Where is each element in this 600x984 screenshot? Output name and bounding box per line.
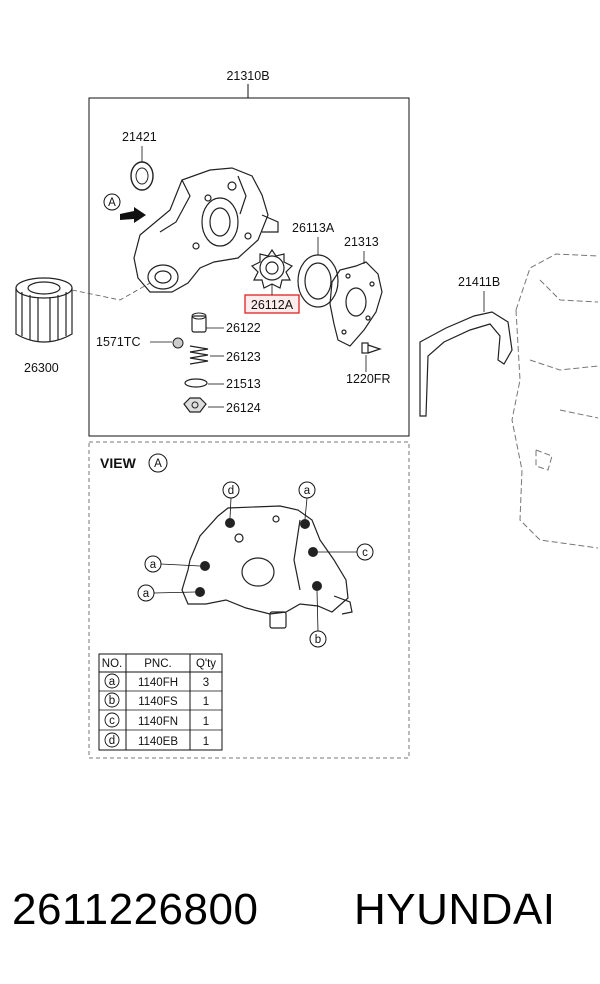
bolt-point-a-lower [195,587,205,597]
view-marker: A [108,197,116,209]
callout-a-left-lower: a [137,584,196,602]
bolt-point-a-upper [200,561,210,571]
cover-21313 [329,261,383,347]
view-title: VIEW [100,455,137,471]
view-pump-body [181,505,353,629]
part-label-26113A: 26113A [292,221,335,235]
part-number: 2611226800 [12,885,259,934]
callout-a-top-right: a [298,481,316,520]
part-label-26124: 26124 [226,401,261,415]
oil-pump-housing [133,167,279,293]
callout-a-left-upper: a [144,555,201,573]
bolt-point-b [312,581,322,591]
svg-text:a: a [150,559,157,571]
engine-block [511,253,599,549]
svg-text:c: c [362,547,368,559]
plug-1571TC [172,337,184,349]
table-header-qty: Q'ty [196,658,216,670]
callout-b-bottom: b [309,590,327,648]
part-label-21421: 21421 [122,130,157,144]
svg-text:1: 1 [203,736,209,748]
assembly-frame [88,97,410,437]
view-frame [88,441,410,759]
svg-text:d: d [109,735,115,747]
svg-text:a: a [109,676,116,688]
spring-26123 [189,345,209,365]
svg-text:a: a [143,588,150,600]
table-header-no: NO. [102,658,122,670]
assembly-label: 21310B [226,69,269,83]
table-row: c 1140FN 1 [104,712,209,728]
part-label-26123: 26123 [226,350,261,364]
footer: 2611226800 HYUNDAI [0,872,600,952]
gasket-21513 [184,378,208,388]
table-row: b 1140FS 1 [104,692,209,708]
part-label-26122: 26122 [226,321,261,335]
svg-text:c: c [109,715,115,727]
svg-text:1: 1 [203,696,209,708]
part-label-21313: 21313 [344,235,379,249]
bolt-point-c [308,547,318,557]
nut-26124 [183,397,207,413]
inner-gear-26112A [250,248,294,289]
bolt-table: NO. PNC. Q'ty a 1140FH 3 b 1140FS 1 c 11… [98,653,223,751]
table-header-pnc: PNC. [144,658,171,670]
part-label-21513: 21513 [226,377,261,391]
view-title-marker-circle [148,453,168,473]
part-label-1220FR: 1220FR [346,372,390,386]
part-label-1571TC: 1571TC [96,335,140,349]
table-row: d 1140EB 1 [104,732,209,748]
svg-text:1140FH: 1140FH [138,677,178,689]
svg-text:3: 3 [203,677,209,689]
gasket-21411B [419,311,513,417]
svg-text:1140FN: 1140FN [138,716,178,728]
bolt-1220FR [361,342,382,354]
bolt-point-a-top [300,519,310,529]
view-title-marker: A [154,458,162,470]
svg-text:1: 1 [203,716,209,728]
view-marker-circle [103,193,121,211]
oil-filter-26300 [15,277,73,343]
part-label-26112A: 26112A [251,298,294,312]
svg-text:1140EB: 1140EB [138,736,178,748]
svg-text:b: b [315,634,321,646]
part-label-21411B: 21411B [458,275,500,289]
svg-text:a: a [304,485,311,497]
callout-d-top: d [222,481,240,519]
callout-c-right: c [318,543,374,561]
svg-text:d: d [228,485,234,497]
brand-name: HYUNDAI [354,885,556,934]
table-row: a 1140FH 3 [104,673,209,689]
part-label-26300: 26300 [24,361,59,375]
seal-21421 [130,161,154,191]
svg-text:b: b [109,695,115,707]
plunger-26122 [191,315,207,333]
svg-text:1140FS: 1140FS [138,696,178,708]
view-direction-arrow [120,207,146,223]
parts-diagram: 21310B 21421 A 26113A [15,69,599,759]
bolt-point-d [225,518,235,528]
